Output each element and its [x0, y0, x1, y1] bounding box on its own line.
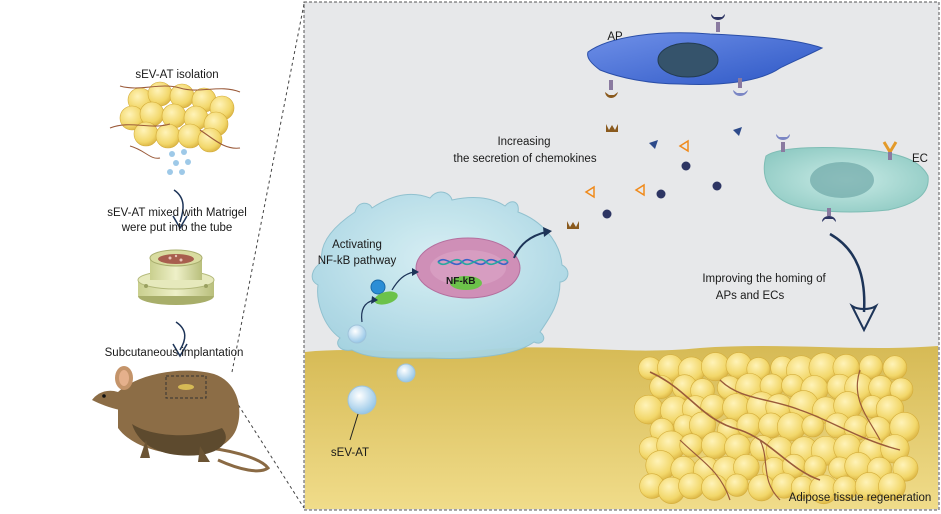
- chemokine-dot: [602, 209, 612, 219]
- adipocyte: [649, 375, 674, 399]
- label-improving-line1: Improving the homing of: [702, 273, 826, 285]
- adipocyte: [689, 411, 716, 439]
- chemokine-triangle: [678, 139, 689, 153]
- label-sev-at: sEV-AT: [330, 447, 370, 459]
- label-ec: EC: [912, 153, 928, 165]
- extracellular-vesicles: [347, 363, 416, 441]
- vesicle: [396, 363, 416, 383]
- chemokine-dot: [681, 161, 691, 171]
- label-sev-at-mixed-line1: sEV-AT mixed with Matrigel: [107, 207, 247, 219]
- label-sev-at-mixed-line2: were put into the tube: [121, 222, 233, 234]
- adipose-tissue-sample: [109, 81, 241, 159]
- vesicle-droplets: [167, 149, 191, 175]
- curved-arrow: [391, 271, 415, 291]
- chemokine-dot: [656, 189, 666, 199]
- blood-vessel: [649, 371, 821, 481]
- zoom-lines: [231, 3, 305, 509]
- dna-icon: [437, 258, 509, 266]
- vesicle: [347, 385, 377, 415]
- signaling-protein: [374, 291, 398, 305]
- adipocyte: [889, 377, 914, 402]
- blood-vessel: [119, 85, 241, 93]
- chemokine-triangle: [634, 183, 645, 197]
- receptor-icon: [711, 14, 725, 20]
- chemokines: [567, 124, 742, 229]
- adipocyte: [878, 472, 906, 501]
- ec-cell: [763, 134, 929, 222]
- chemokine-wedge: [733, 127, 742, 136]
- adipocyte: [678, 472, 705, 500]
- chemokine-crown: [567, 221, 579, 229]
- receptor-icon: [733, 90, 748, 96]
- blood-vessel: [856, 369, 881, 441]
- down-arrow: [172, 189, 188, 230]
- homing-arrow: [829, 232, 879, 333]
- adipocyte: [725, 473, 749, 497]
- label-subcutaneous-implantation: Subcutaneous implantation: [104, 347, 244, 359]
- down-arrow: [172, 321, 188, 358]
- adipocyte: [679, 433, 704, 458]
- blood-vessel: [759, 439, 781, 501]
- ec-nucleus: [810, 162, 874, 198]
- adipocyte: [859, 354, 884, 379]
- blood-vessel: [719, 379, 901, 451]
- label-activating-line2: NF-kB pathway: [317, 255, 397, 267]
- blood-vessel: [679, 439, 731, 501]
- label-activating-line1: Activating: [332, 239, 382, 251]
- internal-vesicle: [347, 324, 367, 344]
- nf-kb-protein: [450, 276, 482, 290]
- adipocyte: [701, 474, 728, 501]
- secretion-arrow: [513, 227, 552, 259]
- label-nf-kb: NF-kB: [446, 276, 476, 287]
- receptor-icon: [605, 92, 618, 98]
- blood-vessel: [199, 129, 241, 149]
- label-improving-line2: APs and ECs: [715, 290, 785, 302]
- adipocyte: [701, 431, 729, 459]
- adipocyte: [155, 123, 181, 149]
- adipocyte: [882, 355, 908, 380]
- receptor-icon: [776, 134, 790, 140]
- label-sev-at-isolation: sEV-AT isolation: [135, 69, 219, 81]
- ap-nucleus: [657, 42, 719, 78]
- receptor-ball: [370, 279, 386, 295]
- matrigel-tube: [137, 249, 215, 305]
- chemokine-crown: [606, 124, 618, 132]
- regenerated-adipose-tissue: [633, 352, 920, 505]
- macrophage-cell: [311, 191, 569, 359]
- ap-cell: [587, 14, 824, 98]
- blood-vessel: [109, 123, 171, 129]
- label-increasing-line1: Increasing: [497, 136, 551, 148]
- adipocyte: [197, 127, 223, 153]
- chemokine-dot: [712, 181, 722, 191]
- blood-vessel: [129, 145, 161, 159]
- receptor-icon: [822, 216, 836, 222]
- label-ap: AP: [607, 31, 623, 43]
- label-increasing-line2: the secretion of chemokines: [453, 153, 597, 165]
- pointer-line: [349, 413, 359, 441]
- chemokine-wedge: [649, 140, 658, 149]
- mouse-illustration: [92, 366, 271, 473]
- chemokine-triangle: [584, 185, 595, 199]
- label-adipose-tissue-regeneration: Adipose tissue regeneration: [788, 492, 932, 504]
